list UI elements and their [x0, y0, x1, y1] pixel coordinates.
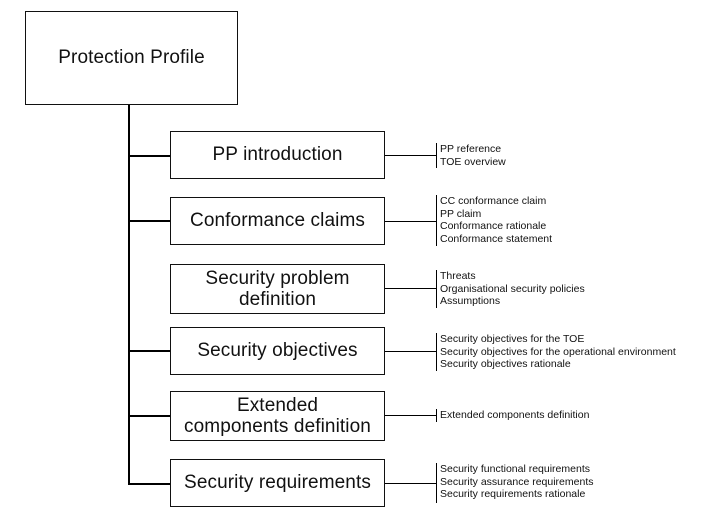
section-details: PP reference TOE overview — [440, 143, 506, 168]
section-details: Security functional requirements Securit… — [440, 463, 594, 501]
trunk-connector — [128, 350, 170, 352]
detail-item: Security functional requirements — [440, 463, 590, 475]
detail-item: Conformance rationale — [440, 220, 547, 233]
detail-item: Conformance statement — [440, 233, 553, 246]
detail-connector — [385, 221, 436, 222]
trunk-connector — [128, 483, 170, 485]
section-box: Security objectives — [170, 327, 385, 375]
section-title: Security requirements — [184, 472, 371, 494]
detail-item: Threats — [440, 270, 476, 282]
section-title: Conformance claims — [190, 210, 365, 232]
detail-bracket-line — [436, 270, 437, 308]
detail-item: Security assurance requirements — [440, 475, 594, 488]
detail-item: TOE overview — [440, 155, 506, 168]
section-box: Conformance claims — [170, 197, 385, 245]
detail-connector — [385, 351, 436, 352]
main-trunk-line — [128, 105, 130, 485]
detail-connector — [385, 288, 436, 289]
section-details: Threats Organisational security policies… — [440, 270, 585, 308]
section-title: Security objectives — [197, 340, 358, 362]
detail-bracket-line — [436, 333, 437, 371]
trunk-connector — [128, 220, 170, 222]
detail-item: CC conformance claim — [440, 195, 547, 207]
root-title: Protection Profile — [58, 47, 205, 69]
section-title: Security problem definition — [205, 267, 350, 310]
detail-connector — [385, 415, 436, 416]
section-box: PP introduction — [170, 131, 385, 179]
section-box: Security requirements — [170, 459, 385, 507]
detail-bracket-line — [436, 195, 437, 246]
detail-item: Security objectives for the TOE — [440, 333, 585, 345]
detail-connector — [385, 483, 436, 484]
detail-bracket-line — [436, 143, 437, 168]
detail-item: Extended components definition — [440, 409, 590, 421]
detail-connector — [385, 155, 436, 156]
detail-item: PP reference — [440, 143, 502, 155]
section-details: Security objectives for the TOE Security… — [440, 333, 676, 371]
detail-item: Organisational security policies — [440, 282, 585, 295]
section-details: CC conformance claim PP claim Conformanc… — [440, 195, 552, 246]
detail-bracket-line — [436, 463, 437, 503]
detail-item: PP claim — [440, 207, 482, 220]
detail-bracket-line — [436, 409, 437, 422]
section-details: Extended components definition — [440, 409, 589, 422]
detail-item: Assumptions — [440, 295, 501, 308]
trunk-connector — [128, 415, 170, 417]
detail-item: Security objectives for the operational … — [440, 345, 676, 358]
root-box: Protection Profile — [25, 11, 238, 105]
section-box: Security problem definition — [170, 264, 385, 314]
section-title: Extended components definition — [184, 394, 371, 437]
detail-item: Security requirements rationale — [440, 488, 586, 501]
section-title: PP introduction — [212, 144, 343, 166]
trunk-connector — [128, 155, 170, 157]
section-box: Extended components definition — [170, 391, 385, 441]
detail-item: Security objectives rationale — [440, 358, 571, 371]
